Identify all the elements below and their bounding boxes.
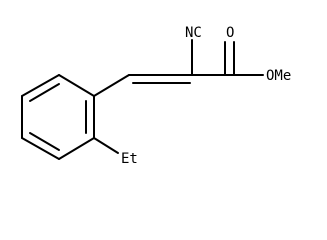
alkene-double-bond xyxy=(128,74,193,84)
ring-bond-bottom-left xyxy=(21,137,60,160)
ring-bond-bottom-right xyxy=(58,137,95,160)
structure-diagram: NC O OMe Et xyxy=(21,25,291,167)
ring-inner-double-top xyxy=(29,83,60,102)
ring-to-vinyl-bond xyxy=(93,74,130,97)
carbonyl-oxygen-label: O xyxy=(226,25,234,41)
ethyl-group-label: Et xyxy=(121,151,138,167)
ring-bond-top-left xyxy=(21,74,60,97)
ester-group-label: OMe xyxy=(266,68,291,84)
ring-bond-top-right xyxy=(58,74,95,97)
ring-to-ethyl-bond xyxy=(93,137,119,154)
carbonyl-double-bond xyxy=(224,41,235,76)
ring-inner-double-bottom xyxy=(29,132,60,151)
benzene-ring xyxy=(21,74,95,160)
nitrile-label: NC xyxy=(185,25,202,41)
